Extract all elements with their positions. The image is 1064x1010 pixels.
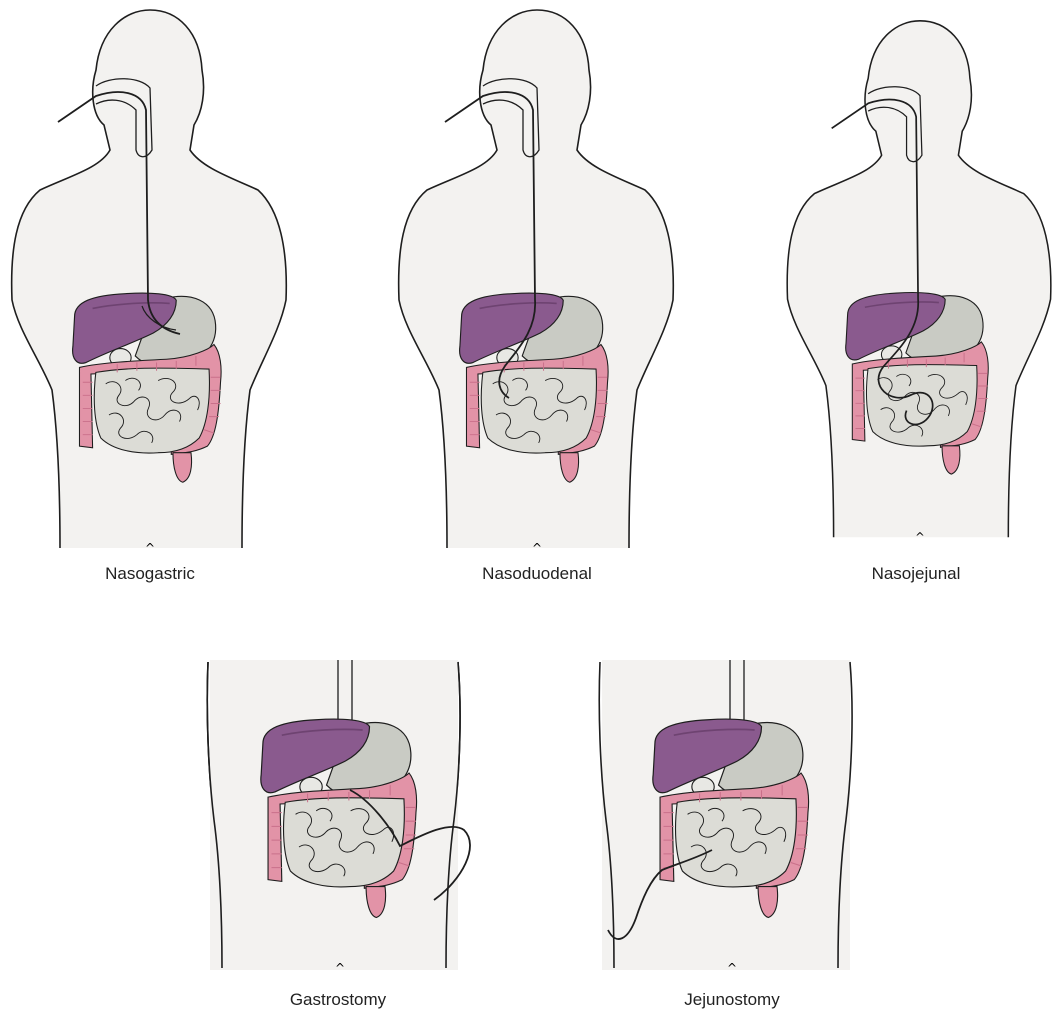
caption-nasogastric: Nasogastric [90, 564, 210, 584]
body-outline [399, 10, 674, 548]
illustration-nasojejunal: ^ [776, 0, 1064, 560]
illustration-jejunostomy: ^ [592, 650, 872, 980]
svg-text:^: ^ [532, 541, 542, 555]
illustration-nasoduodenal: ^ [387, 0, 687, 560]
svg-text:^: ^ [915, 530, 925, 544]
illustration-nasogastric: ^ [0, 0, 300, 560]
body-outline [787, 21, 1051, 537]
caption-nasoduodenal: Nasoduodenal [467, 564, 607, 584]
figure-nasojejunal: ^ Nasojejunal [776, 0, 1064, 560]
figure-jejunostomy: ^ Jejunostomy [592, 650, 872, 980]
figure-gastrostomy: ^ Gastrostomy [200, 650, 480, 980]
caption-nasojejunal: Nasojejunal [846, 564, 986, 584]
caption-gastrostomy: Gastrostomy [268, 990, 408, 1010]
svg-text:^: ^ [145, 541, 155, 555]
svg-text:^: ^ [727, 961, 737, 975]
illustration-gastrostomy: ^ [200, 650, 480, 980]
figure-nasoduodenal: ^ Nasoduodenal [387, 0, 687, 560]
figure-nasogastric: ^ Nasogastric [0, 0, 300, 560]
caption-jejunostomy: Jejunostomy [662, 990, 802, 1010]
svg-text:^: ^ [335, 961, 345, 975]
body-outline [12, 10, 287, 548]
